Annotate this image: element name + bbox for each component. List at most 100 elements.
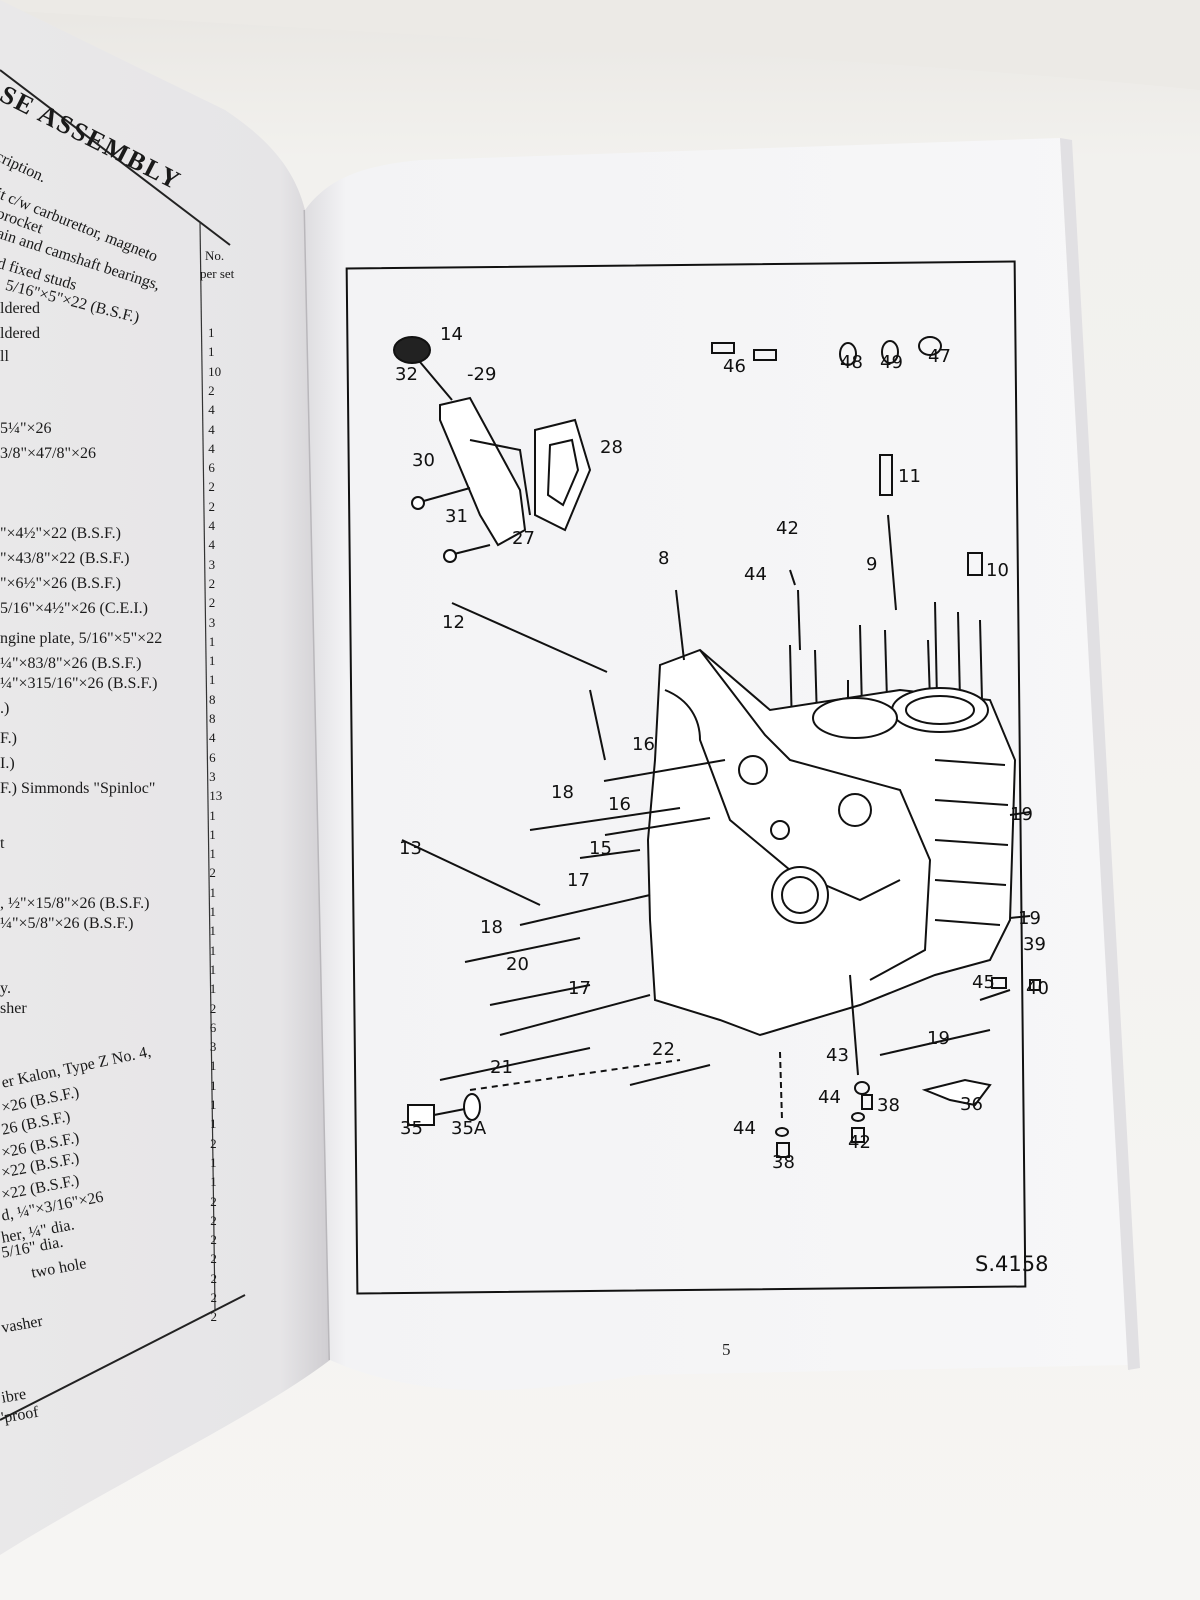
quantity-value: 1 (208, 653, 216, 669)
quantity-value: 1 (210, 1174, 217, 1190)
callout-label: 44 (733, 1118, 756, 1139)
callout-label: 31 (445, 506, 468, 527)
callout-label: 30 (412, 450, 435, 471)
callout-label: 36 (960, 1094, 983, 1115)
callout-label: 47 (928, 346, 951, 367)
quantity-value: 1 (209, 884, 216, 900)
quantity-value: 4 (208, 421, 215, 437)
callout-label: 21 (490, 1057, 513, 1078)
parts-list-row: F.) Simmonds "Spinloc" (0, 780, 156, 797)
quantity-value: 6 (208, 460, 215, 476)
figure-reference: S.4158 (975, 1252, 1049, 1276)
parts-list-row: "×4½"×22 (B.S.F.) (0, 525, 121, 542)
callout-label: 18 (480, 917, 503, 938)
quantity-value: 4 (208, 440, 215, 456)
callout-label: 32 (395, 364, 418, 385)
parts-list-row: sher (0, 1000, 27, 1017)
quantity-value: 1 (210, 1097, 217, 1112)
parts-list-row: 5¼"×26 (0, 420, 52, 437)
quantity-value: 2 (210, 1135, 217, 1151)
parts-list-row: ldered (0, 325, 40, 342)
quantity-value: 1 (210, 1116, 217, 1132)
quantity-value: 3 (209, 768, 216, 784)
callout-label: 38 (772, 1152, 795, 1173)
quantity-value: 4 (208, 518, 216, 533)
callout-label: 16 (632, 734, 655, 755)
quantity-value: 6 (209, 749, 216, 765)
callout-label: 14 (440, 324, 463, 345)
quantity-value: 1 (208, 344, 215, 360)
callout-label: 49 (880, 352, 903, 373)
quantity-value: 1 (209, 1058, 217, 1074)
quantity-value: 1 (209, 942, 217, 958)
quantity-value: 6 (209, 1019, 217, 1035)
parts-list-row: "×6½"×26 (B.S.F.) (0, 575, 121, 592)
callout-label: 15 (589, 838, 612, 859)
quantity-value: 1 (209, 846, 216, 862)
exploded-crankcase-diagram (393, 336, 1041, 1158)
callout-label: 38 (877, 1095, 900, 1116)
parts-list-row: 3/8"×47/8"×26 (0, 445, 96, 462)
parts-list-row: ¼"×5/8"×26 (B.S.F.) (0, 915, 134, 932)
quantity-value: 2 (210, 1232, 217, 1248)
column-header-qty-sub: per set (200, 266, 235, 281)
callout-label: 44 (818, 1087, 841, 1108)
callout-label: 19 (1010, 804, 1033, 825)
quantity-value: 10 (208, 363, 222, 379)
callout-label: 8 (658, 548, 670, 569)
quantity-value: 1 (208, 325, 215, 340)
parts-list-row: .) (0, 700, 10, 717)
quantity-value: 1 (208, 672, 216, 688)
quantity-value: 2 (208, 575, 216, 591)
callout-label: 46 (723, 356, 746, 377)
callout-label: 11 (898, 466, 921, 487)
parts-list-row: y. (0, 980, 11, 997)
parts-list-row: 5/16"×4½"×26 (C.E.I.) (0, 600, 148, 617)
quantity-value: 1 (209, 1077, 217, 1093)
parts-list-row: ll (0, 348, 9, 365)
callout-label: 9 (866, 554, 878, 575)
quantity-value: 3 (209, 1039, 217, 1055)
callout-label: 17 (567, 870, 590, 891)
left-page (0, 0, 332, 1555)
quantity-value: 13 (209, 788, 223, 804)
quantity-value: 1 (209, 981, 217, 997)
callout-label: 48 (840, 352, 863, 373)
quantity-value: 2 (209, 1000, 217, 1016)
quantity-value: 2 (210, 1251, 217, 1267)
callout-label: 44 (744, 564, 767, 585)
callout-label: -29 (467, 364, 497, 385)
callout-label: 39 (1023, 934, 1046, 955)
quantity-value: 2 (208, 382, 215, 398)
quantity-value: 3 (208, 614, 216, 630)
quantity-value: 2 (210, 1212, 217, 1228)
callout-label: 35 (400, 1118, 423, 1139)
quantity-value: 4 (208, 402, 215, 418)
callout-label: 22 (652, 1039, 675, 1060)
quantity-value: 1 (209, 807, 216, 823)
quantity-value: 3 (208, 556, 216, 572)
quantity-value: 4 (208, 537, 216, 553)
quantity-value: 1 (208, 633, 216, 649)
parts-list-row: ¼"×83/8"×26 (B.S.F.) (0, 655, 142, 672)
callout-label: 16 (608, 794, 631, 815)
callout-label: 13 (399, 838, 422, 859)
parts-list-row: , ½"×15/8"×26 (B.S.F.) (0, 895, 150, 912)
quantity-value: 4 (209, 730, 216, 746)
parts-list-row: ngine plate, 5/16"×5"×22 (0, 630, 163, 647)
parts-list-row: ¼"×315/16"×26 (B.S.F.) (0, 675, 158, 692)
quantity-value: 1 (209, 826, 216, 842)
quantity-value: 2 (210, 1309, 218, 1325)
callout-label: 28 (600, 437, 623, 458)
callout-label: 35A (451, 1118, 487, 1139)
column-header-qty: No. (205, 248, 225, 263)
quantity-value: 2 (208, 479, 215, 495)
callout-label: 17 (568, 978, 591, 999)
quantity-value: 2 (209, 865, 216, 881)
quantity-value: 1 (210, 1154, 217, 1170)
parts-list-row: "×43/8"×22 (B.S.F.) (0, 550, 130, 567)
quantity-value: 2 (208, 498, 215, 514)
callout-label: 20 (506, 954, 529, 975)
callout-label: 42 (776, 518, 799, 539)
